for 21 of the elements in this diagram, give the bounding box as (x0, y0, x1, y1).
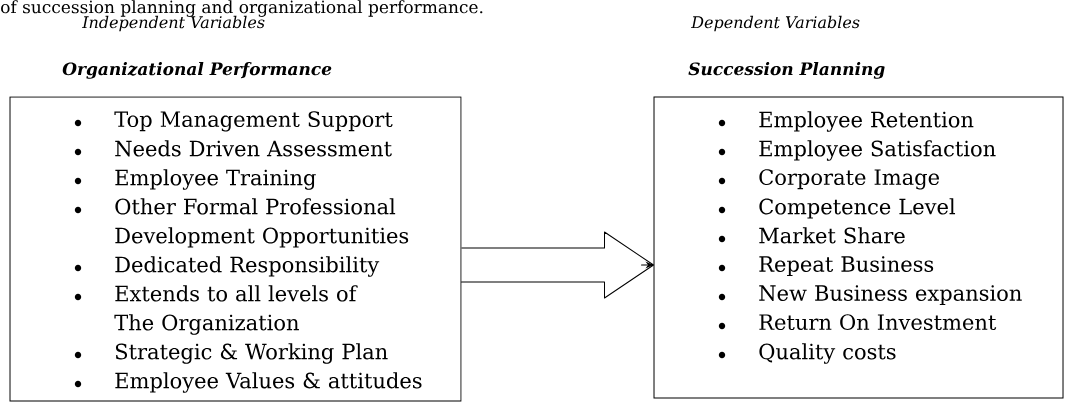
box-heading: Organizational Performance (62, 62, 332, 79)
bullet-item: New Business expansion (718, 285, 1022, 306)
bullet-item: Extends to all levels of The Organization (74, 285, 358, 335)
bullet-item: Needs Driven Assessment (74, 140, 392, 157)
bullet-item: Market Share (718, 227, 905, 244)
bullet-item: Employee Satisfaction (718, 140, 996, 161)
bullet-item: Other Formal Professional Development Opportunities (74, 198, 409, 248)
box-heading: Succession Planning (688, 62, 885, 79)
bullet-item: Employee Retention (718, 111, 974, 132)
bullet-item: Strategic & Working Plan (74, 343, 388, 364)
bullet-item: Quality costs (718, 343, 896, 364)
variable-type-label: Dependent Variables (690, 15, 860, 32)
bullet-item: Return On Investment (718, 314, 997, 331)
bullet-item: Corporate Image (718, 169, 939, 190)
bullet-item: Repeat Business (718, 256, 934, 277)
bullet-item: Employee Values & attitudes (74, 372, 422, 393)
bullet-item: Employee Training (74, 169, 316, 190)
bullet-item: Top Management Support (74, 111, 393, 132)
bullet-item: Competence Level (718, 198, 956, 219)
bullet-item: Dedicated Responsibility (74, 256, 380, 277)
block-arrow (461, 231, 654, 299)
